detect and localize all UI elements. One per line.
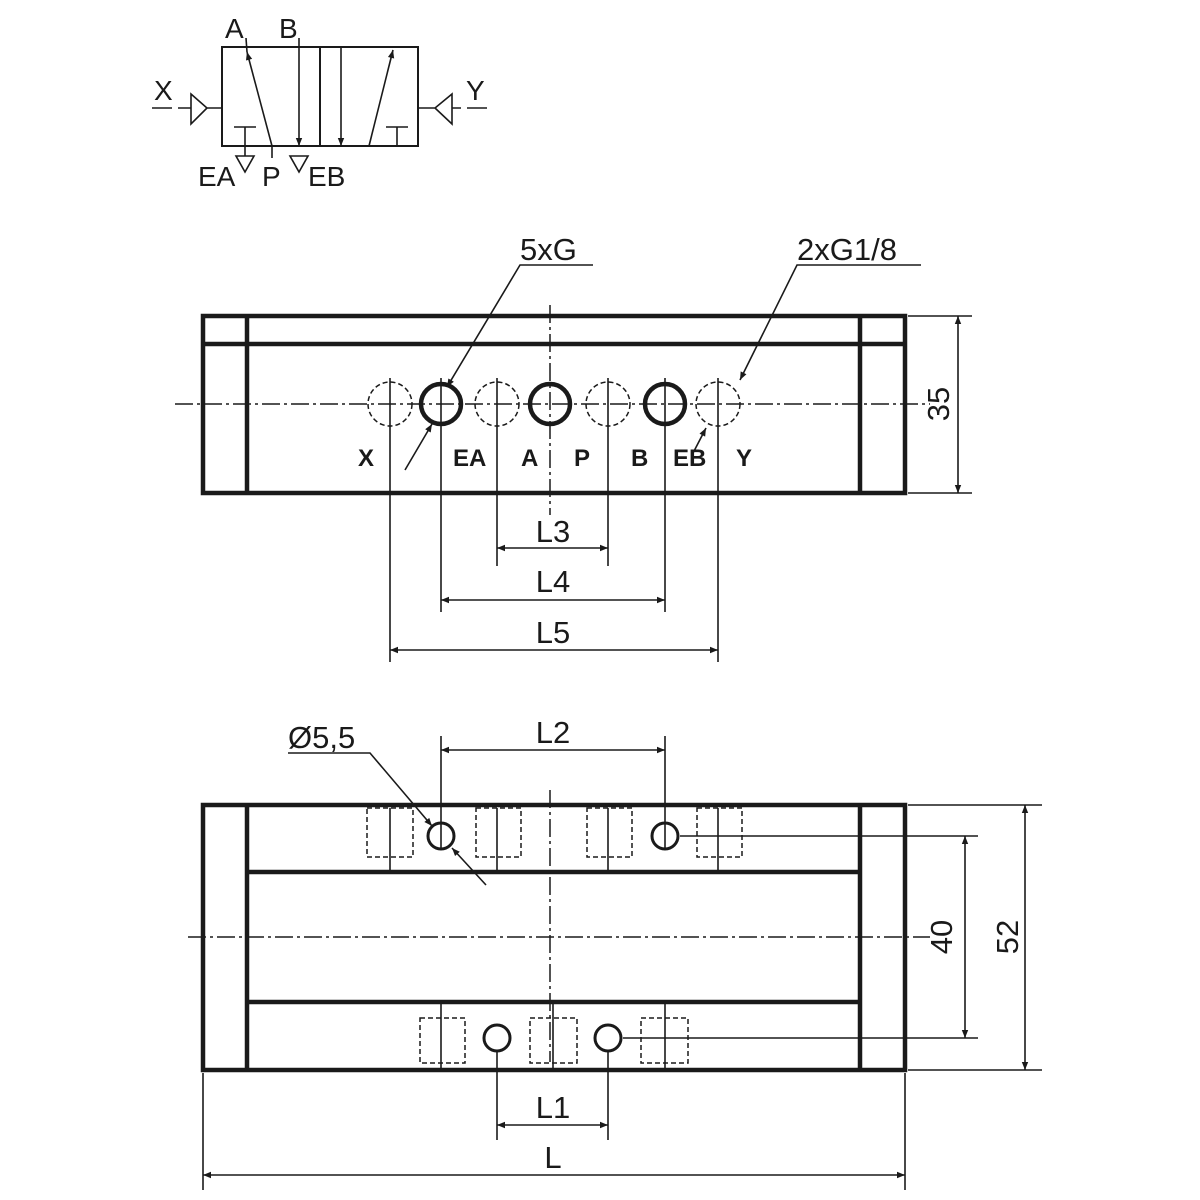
mounting-hole <box>482 1023 512 1053</box>
label-ea: EA <box>198 161 236 192</box>
flow-arrow-icon <box>245 51 273 147</box>
exhaust-icon <box>234 146 256 174</box>
top-view: X EA A P B EB Y 5xG 2xG1/8 L3 L4 L5 35 <box>175 232 972 662</box>
bottom-view: L2 Ø5,5 40 52 L1 L <box>188 715 1042 1190</box>
port-label: X <box>358 445 374 472</box>
mounting-hole <box>593 1023 623 1053</box>
dim-l4: L4 <box>536 564 570 599</box>
dim-52: 52 <box>990 920 1025 954</box>
label-x: X <box>154 75 173 106</box>
dim-40: 40 <box>924 920 959 954</box>
port-p <box>527 381 573 427</box>
label-a: A <box>225 13 244 44</box>
label-y: Y <box>466 75 485 106</box>
dim-l3: L3 <box>536 514 570 549</box>
pilot-x-icon <box>152 92 222 126</box>
label-eb: EB <box>308 161 345 192</box>
blocked-port-icon <box>234 126 256 146</box>
port-label: A <box>521 445 538 472</box>
port-label: B <box>631 445 648 472</box>
dim-height-35: 35 <box>921 387 956 421</box>
dim-l: L <box>544 1140 561 1175</box>
label-p: P <box>262 161 281 192</box>
exhaust-icon <box>288 155 310 174</box>
hole-callout: Ø5,5 <box>288 720 355 755</box>
callout-ports: 5xG <box>520 232 577 267</box>
port-label: P <box>574 445 590 472</box>
pilot-y-icon <box>418 92 487 126</box>
port-label: Y <box>736 445 752 472</box>
hidden-counterbores <box>366 807 743 1064</box>
pneumatic-symbol: A B X Y EA P EB <box>152 13 487 192</box>
port-label: EA <box>453 445 486 472</box>
dim-l1: L1 <box>536 1090 570 1125</box>
dim-l2: L2 <box>536 715 570 750</box>
label-b: B <box>279 13 298 44</box>
callout-pilots: 2xG1/8 <box>797 232 897 267</box>
flow-arrow-icon <box>368 49 395 147</box>
port-label: EB <box>673 445 706 472</box>
dim-l5: L5 <box>536 615 570 650</box>
blocked-port-icon <box>386 126 408 146</box>
